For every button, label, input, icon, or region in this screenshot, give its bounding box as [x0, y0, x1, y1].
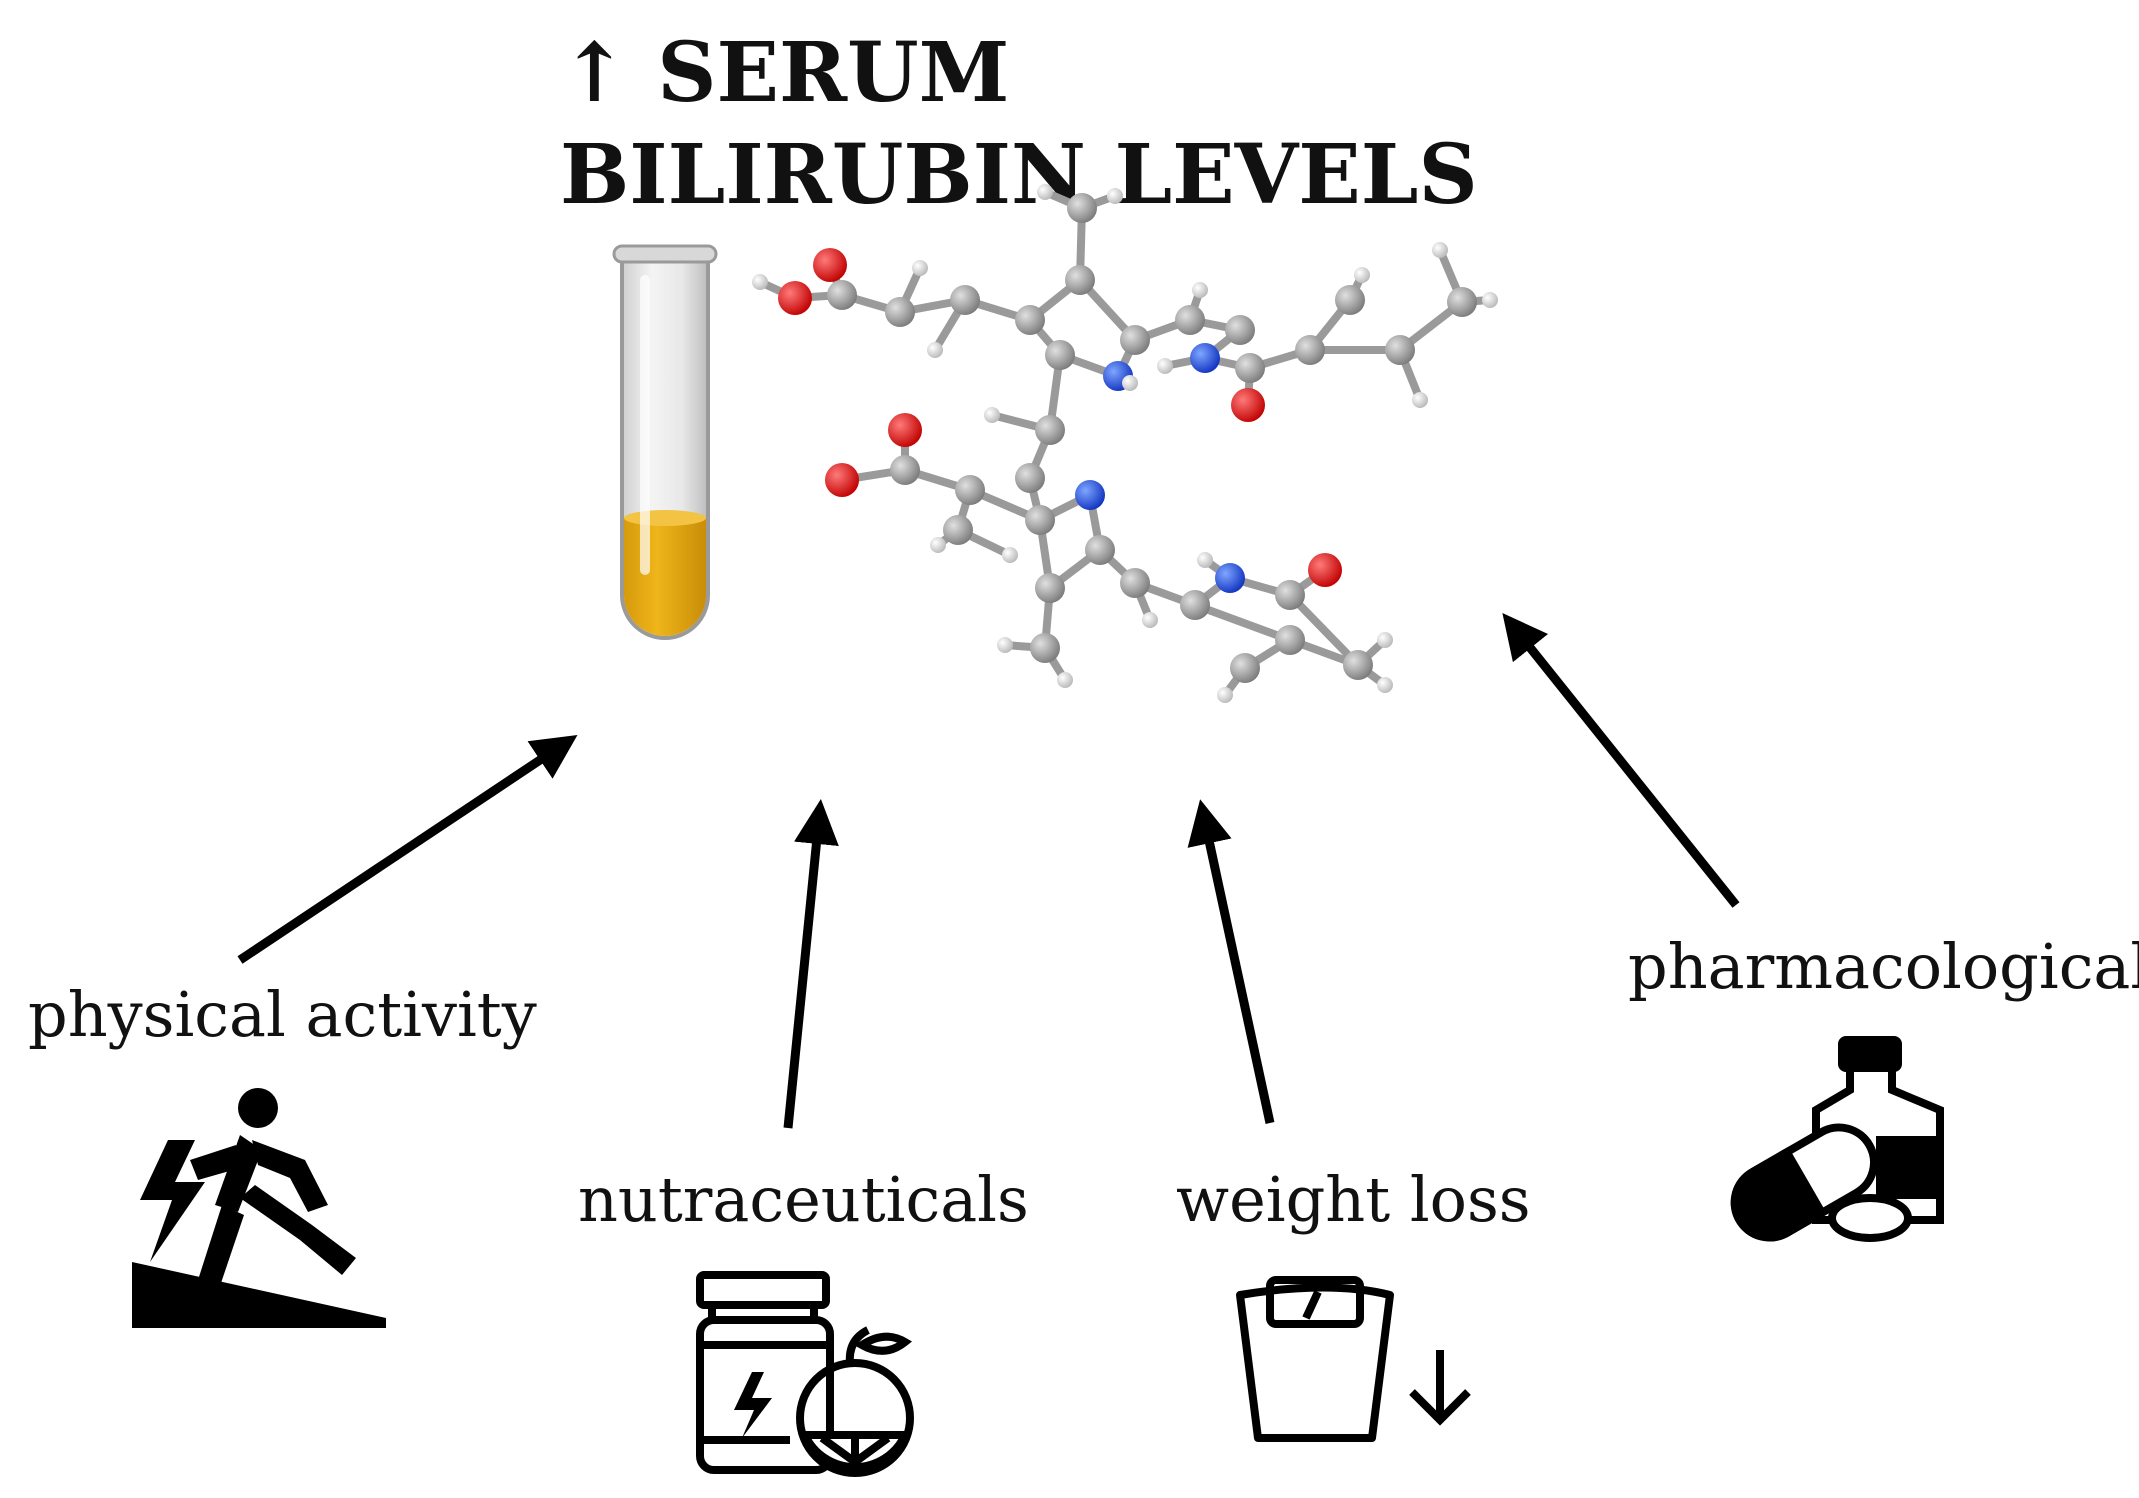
- hydrogen-atom: [752, 274, 768, 290]
- hydrogen-atom: [1192, 282, 1208, 298]
- carbon-atom: [1030, 633, 1060, 663]
- carbon-atom: [1025, 505, 1055, 535]
- carbon-atom: [950, 285, 980, 315]
- carbon-atom: [1120, 325, 1150, 355]
- hydrogen-atom: [1217, 687, 1233, 703]
- carbon-atom: [1175, 305, 1205, 335]
- supplement-jar-orange-icon: [696, 1271, 914, 1477]
- hydrogen-atom: [1122, 375, 1138, 391]
- molecule-bond: [1193, 601, 1292, 644]
- hydrogen-atom: [1377, 632, 1393, 648]
- label-nutraceuticals: nutraceuticals: [578, 1163, 1029, 1236]
- oxygen-atom: [888, 413, 922, 447]
- carbon-atom: [1230, 653, 1260, 683]
- carbon-atom: [1225, 315, 1255, 345]
- carbon-atom: [890, 455, 920, 485]
- carbon-atom: [827, 280, 857, 310]
- arrows: [237, 612, 1740, 1129]
- nitrogen-atom: [1190, 343, 1220, 373]
- carbon-atom: [1275, 580, 1305, 610]
- bilirubin-molecule: [752, 184, 1498, 703]
- carbon-atom: [1295, 335, 1325, 365]
- carbon-atom: [1015, 463, 1045, 493]
- test-tube-icon: [612, 244, 718, 640]
- carbon-atom: [1015, 305, 1045, 335]
- carbon-atom: [885, 297, 915, 327]
- oxygen-atom: [778, 281, 812, 315]
- hydrogen-atom: [1142, 612, 1158, 628]
- label-physical-activity: physical activity: [28, 978, 537, 1051]
- hydrogen-atom: [1432, 242, 1448, 258]
- carbon-atom: [1343, 650, 1373, 680]
- carbon-atom: [1385, 335, 1415, 365]
- hydrogen-atom: [1354, 267, 1370, 283]
- hydrogen-atom: [912, 260, 928, 276]
- hydrogen-atom: [1482, 292, 1498, 308]
- arrow-pharmacological: [1502, 612, 1740, 908]
- hydrogen-atom: [1197, 552, 1213, 568]
- nitrogen-atom: [1075, 480, 1105, 510]
- carbon-atom: [1045, 340, 1075, 370]
- pills-bottle-icon: [1730, 1036, 1944, 1242]
- carbon-atom: [1447, 287, 1477, 317]
- diagram-title: ↑ SERUM BILIRUBIN LEVELS: [560, 25, 1478, 223]
- carbon-atom: [1085, 535, 1115, 565]
- hydrogen-atom: [1412, 392, 1428, 408]
- hydrogen-atom: [1037, 184, 1053, 200]
- arrow-physical-activity: [237, 735, 578, 964]
- arrow-nutraceuticals: [783, 799, 839, 1129]
- molecule-bond: [1287, 592, 1361, 668]
- scale-down-arrow-icon: [1236, 1276, 1471, 1442]
- carbon-atom: [1120, 568, 1150, 598]
- carbon-atom: [1235, 353, 1265, 383]
- oxygen-atom: [1308, 553, 1342, 587]
- carbon-atom: [955, 475, 985, 505]
- carbon-atom: [943, 515, 973, 545]
- carbon-atom: [1035, 415, 1065, 445]
- hydrogen-atom: [927, 342, 943, 358]
- hydrogen-atom: [997, 637, 1013, 653]
- hydrogen-atom: [930, 537, 946, 553]
- label-pharmacological: pharmacological: [1628, 930, 2139, 1003]
- arrow-weight-loss: [1187, 799, 1275, 1124]
- hydrogen-atom: [1002, 547, 1018, 563]
- oxygen-atom: [1231, 388, 1265, 422]
- hydrogen-atom: [1057, 672, 1073, 688]
- carbon-atom: [1067, 193, 1097, 223]
- hydrogen-atom: [1377, 677, 1393, 693]
- oxygen-atom: [813, 248, 847, 282]
- carbon-atom: [1180, 590, 1210, 620]
- nitrogen-atom: [1215, 563, 1245, 593]
- carbon-atom: [1275, 625, 1305, 655]
- carbon-atom: [1065, 265, 1095, 295]
- carbon-atom: [1035, 573, 1065, 603]
- oxygen-atom: [825, 463, 859, 497]
- label-weight-loss: weight loss: [1176, 1163, 1531, 1236]
- running-uphill-icon: [132, 1088, 386, 1328]
- hydrogen-atom: [1157, 358, 1173, 374]
- hydrogen-atom: [1107, 188, 1123, 204]
- carbon-atom: [1335, 285, 1365, 315]
- hydrogen-atom: [984, 407, 1000, 423]
